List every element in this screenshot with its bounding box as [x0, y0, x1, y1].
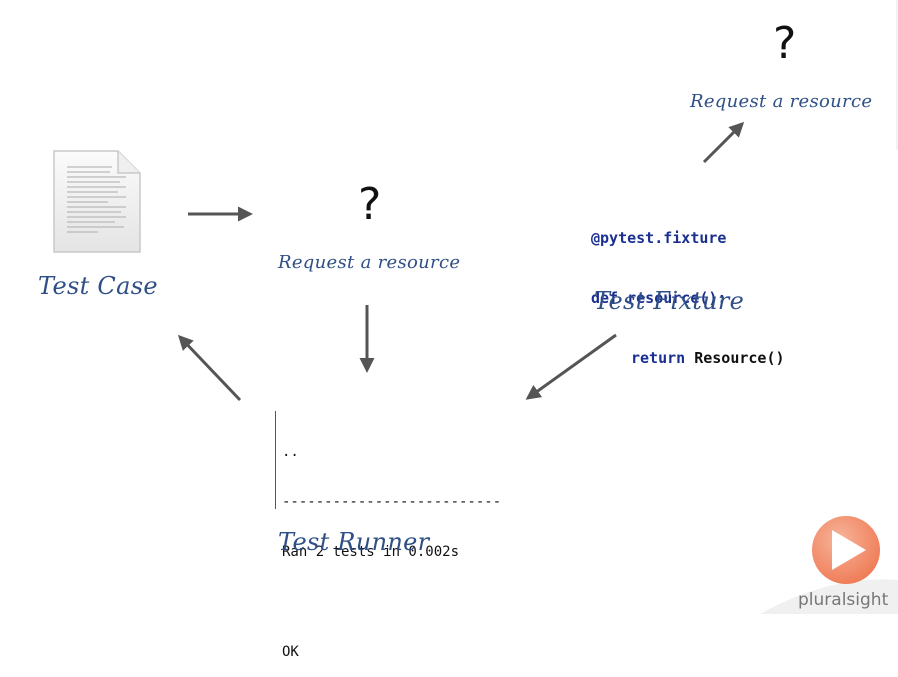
runner-summary: Ran 2 tests in 0.002s	[282, 544, 460, 560]
code-func-signature: resource():	[618, 289, 727, 307]
request-resource-label-center: Request a resource	[278, 252, 461, 273]
edge-divider	[896, 0, 898, 150]
question-mark-top: ?	[773, 18, 797, 69]
pluralsight-play-icon	[760, 516, 898, 614]
code-decorator: @pytest.fixture	[591, 229, 727, 247]
runner-output-panel: .. -------------------------- Ran 2 test…	[275, 411, 532, 660]
fixture-code-block: @pytest.fixture def resource(): return R…	[591, 188, 785, 388]
test-case-label: Test Case	[38, 272, 158, 300]
runner-separator: --------------------------	[282, 494, 502, 510]
test-runner-label: Test Runner	[278, 528, 430, 556]
test-fixture-label: Test Fixture	[594, 287, 745, 315]
runner-dots: ..	[282, 444, 299, 460]
arrow-fixture-to-runner	[525, 333, 617, 400]
runner-status: OK	[282, 644, 299, 660]
pluralsight-logo-text: pluralsight	[798, 590, 889, 610]
arrows-layer	[177, 121, 745, 402]
code-def-keyword: def	[591, 289, 619, 307]
document-icon	[53, 150, 141, 253]
arrow-fixture-to-request	[702, 121, 745, 164]
request-resource-label-top: Request a resource	[690, 91, 873, 112]
code-return-value: Resource()	[685, 349, 785, 367]
code-return-keyword: return	[631, 349, 686, 367]
arrow-runner-to-case	[177, 334, 242, 402]
question-mark-center: ?	[358, 179, 382, 230]
